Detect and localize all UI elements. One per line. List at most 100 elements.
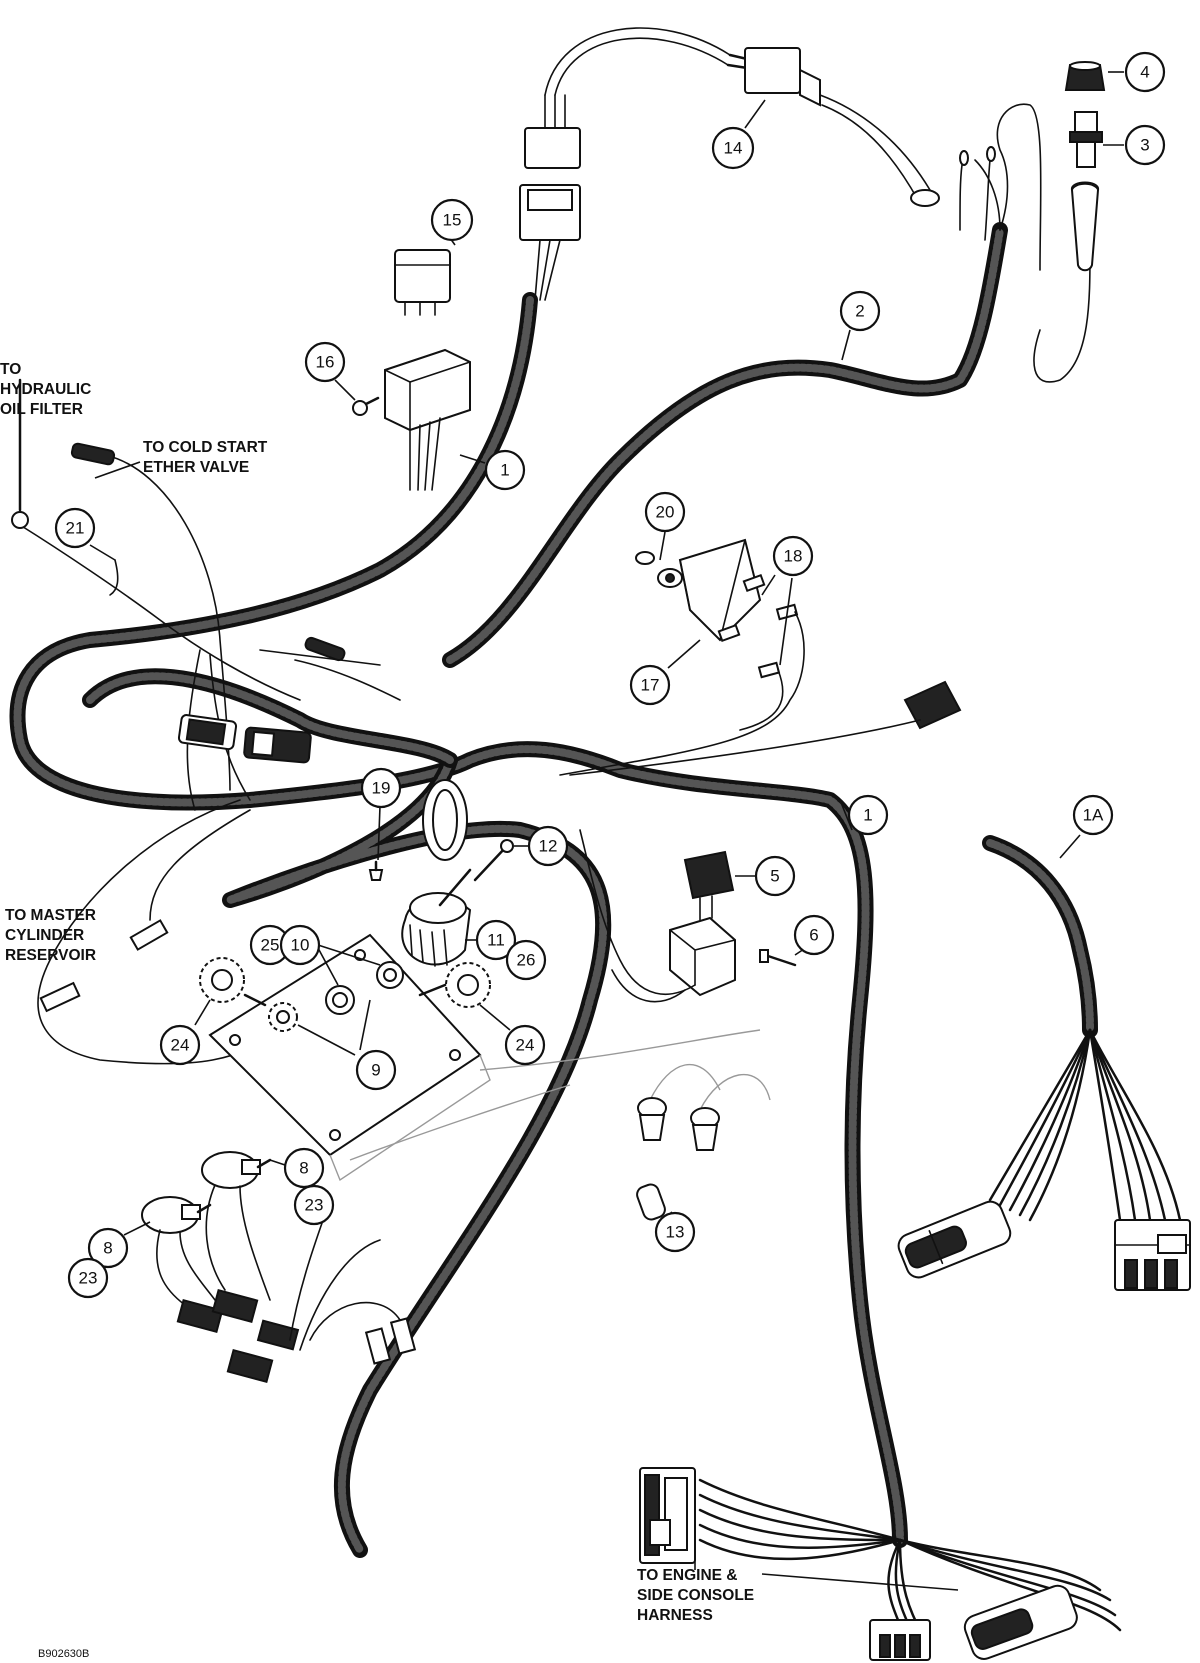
harness-1a: [982, 835, 1182, 1222]
callout-1-top: 1: [459, 449, 526, 491]
callout-8-upper: 8: [269, 1147, 325, 1189]
callout-17-text: 17: [641, 676, 660, 695]
callout-11: 11: [465, 919, 517, 961]
callout-5: 5: [735, 855, 796, 897]
gear-24-left: [199, 957, 245, 1003]
callout-2: 2: [839, 290, 881, 361]
engine-connector-bottom: [869, 1619, 931, 1661]
callout-19: 19: [360, 767, 402, 861]
label-ether-valve: TO COLD START ETHER VALVE: [94, 439, 268, 479]
relay-5: [579, 829, 736, 1003]
callout-24-left: 24: [159, 999, 211, 1066]
master-cylinder-wires: [37, 799, 281, 1065]
callout-4: 4: [1108, 51, 1166, 93]
callout-1-mid-text: 1: [863, 806, 872, 825]
callout-14: 14: [711, 99, 766, 170]
callout-18: 18: [761, 535, 814, 666]
callout-8-upper-text: 8: [299, 1159, 308, 1178]
label-hydraulic-oil-filter: TO HYDRAULIC OIL FILTER: [0, 361, 91, 418]
callout-16-text: 16: [316, 353, 335, 372]
label-ether-line1: TO COLD START: [143, 439, 268, 456]
label-master-line3: RESERVOIR: [5, 947, 96, 964]
grommet: [422, 779, 468, 861]
terminals-2: [959, 146, 996, 241]
mounting-plate: [208, 933, 491, 1182]
callout-25-text: 25: [261, 936, 280, 955]
callout-24-right-text: 24: [516, 1036, 535, 1055]
callout-8-lower-text: 8: [103, 1239, 112, 1258]
label-hydraulic-line1: TO: [0, 361, 21, 378]
callout-21: 21: [54, 507, 116, 561]
callout-15-text: 15: [443, 211, 462, 230]
callout-6-text: 6: [809, 926, 818, 945]
rheostat-8-lower: [141, 1196, 216, 1306]
knob-11: [401, 868, 472, 967]
callout-5-text: 5: [770, 867, 779, 886]
screw-16: [352, 396, 380, 416]
label-master-line1: TO MASTER: [5, 907, 96, 924]
label-engine-line1: TO ENGINE &: [637, 1567, 737, 1584]
callout-13: 13: [654, 1211, 696, 1253]
gear-24-right: [445, 962, 491, 1008]
callout-23-upper-text: 23: [305, 1196, 324, 1215]
switch-17: [678, 538, 766, 643]
main-harness-1: [9, 292, 908, 1558]
label-master-line2: CYLINDER: [5, 927, 84, 944]
connector-1a-block: [1114, 1219, 1191, 1291]
callout-26-text: 26: [517, 951, 536, 970]
screw-12: [473, 839, 514, 882]
callout-9: 9: [297, 999, 397, 1091]
figure-id: B902630B: [38, 1648, 89, 1660]
callout-20-text: 20: [656, 503, 675, 522]
callout-6: 6: [793, 914, 835, 956]
gear-wire-b: [418, 983, 447, 997]
gear-wire-a: [243, 993, 267, 1007]
relay-15: [394, 249, 451, 316]
callout-23-upper: 23: [293, 1184, 335, 1226]
callout-15: 15: [430, 198, 474, 246]
label-engine-harness: TO ENGINE & SIDE CONSOLE HARNESS: [637, 1510, 959, 1624]
callout-26: 26: [505, 939, 547, 981]
callout-1a-text: 1A: [1083, 806, 1104, 825]
callout-1-top-text: 1: [500, 461, 509, 480]
callout-10: 10: [279, 924, 381, 986]
callout-8-lower: 8: [87, 1221, 151, 1269]
engine-harness-fanout: [698, 1478, 1122, 1632]
gear-9: [268, 1002, 298, 1032]
label-master-cylinder: TO MASTER CYLINDER RESERVOIR: [5, 907, 96, 964]
callout-4-text: 4: [1140, 63, 1149, 82]
callout-9-text: 9: [371, 1061, 380, 1080]
callout-17: 17: [629, 639, 701, 706]
bolt-6: [759, 949, 797, 967]
engine-connector-left: [639, 1467, 696, 1564]
harness-2: [442, 103, 1091, 668]
callout-18-text: 18: [784, 547, 803, 566]
callout-16: 16: [304, 341, 356, 401]
nut-10-25: [325, 961, 404, 1015]
rheostat-8-upper: [201, 1151, 272, 1301]
callout-12: 12: [514, 825, 569, 867]
callout-1a: 1A: [1059, 794, 1114, 859]
rheostat-connectors: [176, 1199, 417, 1384]
label-engine-line2: SIDE CONSOLE: [637, 1587, 754, 1604]
lamp-13: [636, 1063, 771, 1221]
callout-12-text: 12: [539, 837, 558, 856]
callout-2-text: 2: [855, 302, 864, 321]
callout-14-text: 14: [724, 139, 743, 158]
faint-panel: [349, 1029, 761, 1161]
connector-1a-flat: [897, 1200, 1012, 1279]
relay-socket: [384, 348, 471, 491]
callout-24-right: 24: [479, 1004, 546, 1066]
callout-21-text: 21: [66, 519, 85, 538]
callout-11-text: 11: [487, 931, 505, 950]
callout-3-text: 3: [1140, 136, 1149, 155]
callout-23-lower: 23: [67, 1257, 109, 1299]
callout-24-left-text: 24: [171, 1036, 190, 1055]
nut-20: [635, 551, 683, 588]
switch-3: [1069, 111, 1103, 272]
label-hydraulic-line2: HYDRAULIC: [0, 381, 91, 398]
callout-1-mid: 1: [839, 794, 889, 836]
callout-23-lower-text: 23: [79, 1269, 98, 1288]
engine-connector-right: [963, 1584, 1078, 1660]
